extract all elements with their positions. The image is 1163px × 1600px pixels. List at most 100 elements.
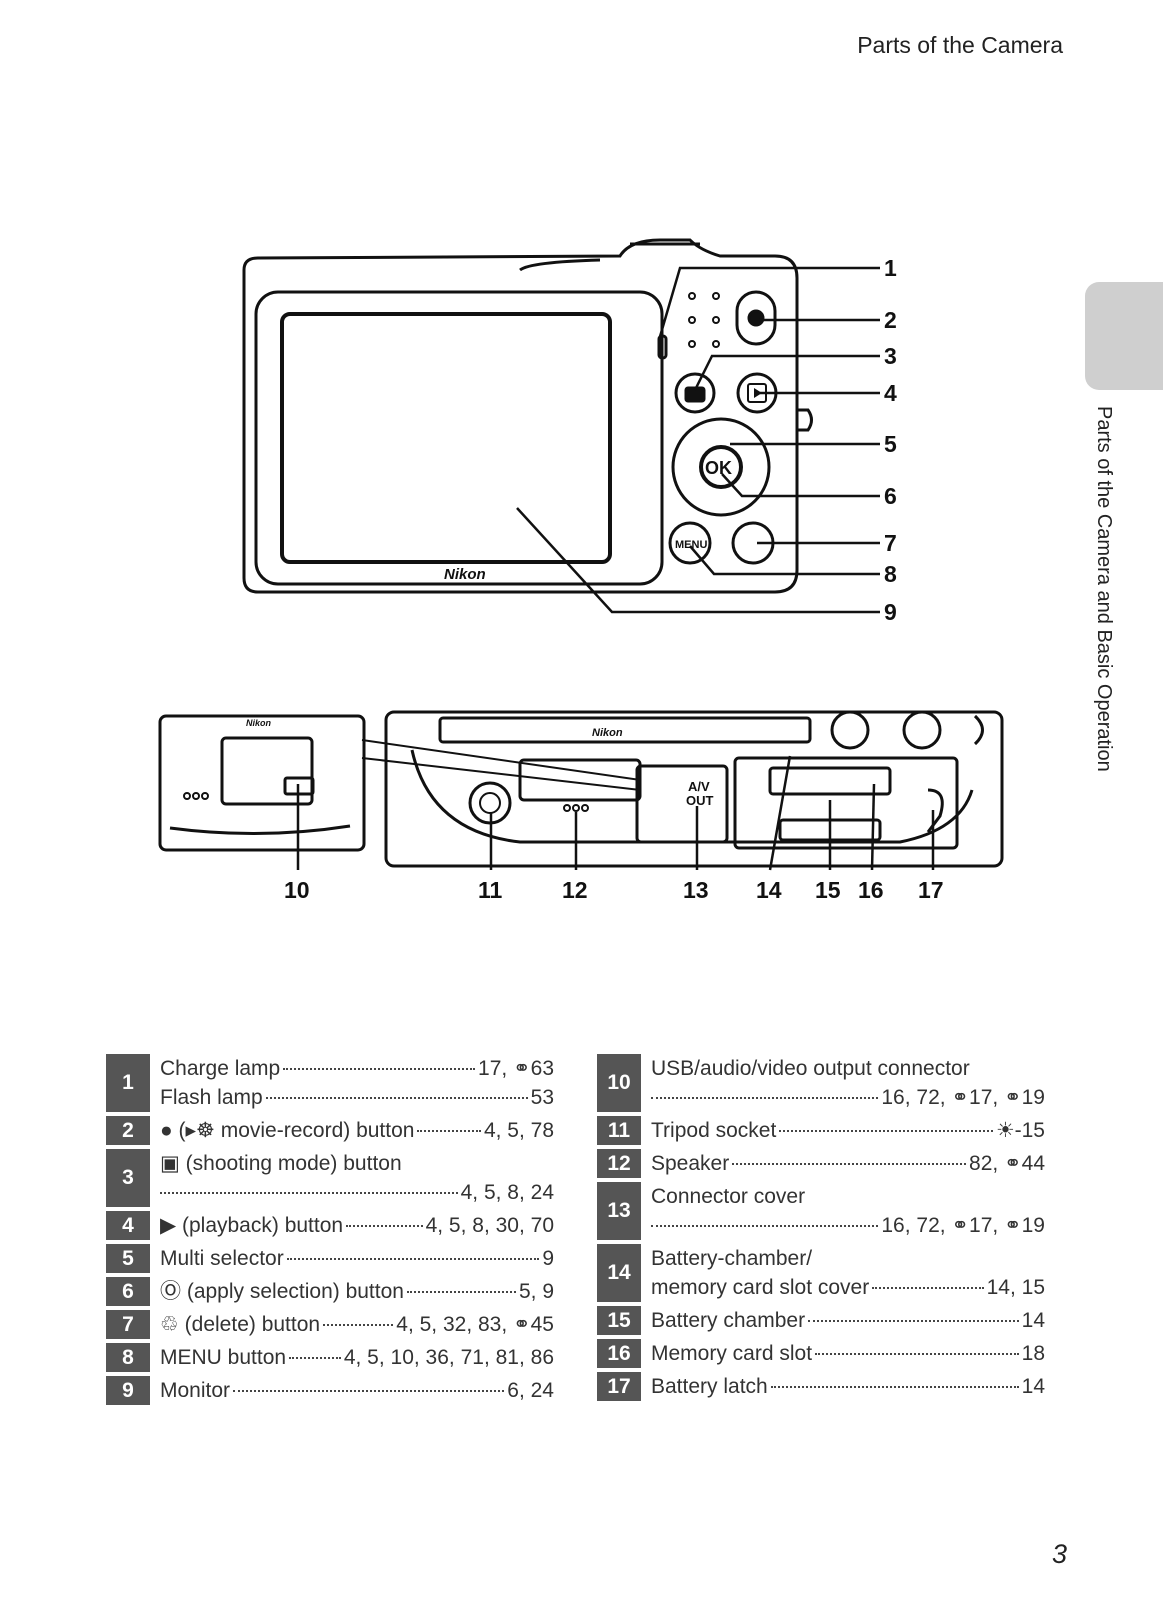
legend-line: Battery latch 14 <box>651 1372 1045 1401</box>
part-label: Speaker <box>651 1152 730 1175</box>
menu-button-label: MENU <box>675 539 707 551</box>
legend-number: 10 <box>597 1054 641 1112</box>
callout-number: 6 <box>884 483 897 509</box>
legend-line: Speaker 82, ⚭44 <box>651 1149 1045 1178</box>
part-label: Monitor <box>160 1379 231 1402</box>
legend-line: ♲ (delete) button 4, 5, 32, 83, ⚭45 <box>160 1310 554 1339</box>
part-label: Battery latch <box>651 1375 768 1398</box>
legend-line: USB/audio/video output connector <box>651 1054 1045 1083</box>
part-label: ♲ (delete) button <box>160 1313 321 1336</box>
part-label: Memory card slot <box>651 1342 813 1365</box>
callout-number: 2 <box>884 307 897 333</box>
part-label: Battery-chamber/ <box>651 1247 813 1270</box>
callout-number: 13 <box>683 877 709 903</box>
page-reference: 4, 5, 10, 36, 71, 81, 86 <box>343 1346 554 1369</box>
callout-number: 15 <box>815 877 841 903</box>
leader-dots <box>283 1068 476 1070</box>
monitor-screen <box>280 312 612 564</box>
camera-diagram: Nikon OK MENU <box>158 238 1004 903</box>
port-label-av: A/V <box>688 779 710 794</box>
page-reference: 14, 15 <box>986 1276 1045 1299</box>
leader-dots <box>417 1130 481 1132</box>
legend-description: Ⓞ (apply selection) button 5, 9 <box>150 1277 554 1306</box>
page-reference: 14 <box>1021 1375 1045 1398</box>
brand-logo-bottom: Nikon <box>592 727 623 739</box>
parts-legend-right: 10 USB/audio/video output connector 16, 72… <box>597 1050 1045 1405</box>
legend-description: Connector cover 16, 72, ⚭17, ⚭19 <box>641 1182 1045 1240</box>
part-label: USB/audio/video output connector <box>651 1057 970 1080</box>
legend-description: Tripod socket☀-15 <box>641 1116 1045 1145</box>
page-reference: 17, ⚭63 <box>478 1057 554 1080</box>
leader-dots <box>160 1192 458 1194</box>
memory-card-slot <box>768 766 892 796</box>
page-reference: ☀-15 <box>995 1119 1045 1142</box>
part-label: ● (▸☸ movie-record) button <box>160 1119 415 1142</box>
legend-line: 16, 72, ⚭17, ⚭19 <box>651 1211 1045 1240</box>
callout-number: 1 <box>884 255 897 281</box>
part-label: Multi selector <box>160 1247 284 1270</box>
page-reference: 4, 5, 8, 24 <box>460 1181 554 1204</box>
leader-dots <box>265 1097 528 1099</box>
part-label: Charge lamp <box>160 1057 281 1080</box>
part-label: MENU button <box>160 1346 287 1369</box>
ok-button <box>699 445 743 489</box>
leader-dots <box>779 1130 993 1132</box>
leader-dots <box>406 1291 516 1293</box>
legend-number: 1 <box>106 1054 150 1112</box>
callout-number: 17 <box>918 877 944 903</box>
leader-dots <box>732 1163 967 1165</box>
legend-row: 7 ♲ (delete) button 4, 5, 32, 83, ⚭45 <box>106 1310 554 1339</box>
page-reference: 4, 5, 32, 83, ⚭45 <box>396 1313 554 1336</box>
legend-number: 2 <box>106 1116 150 1145</box>
ok-button-label: OK <box>705 458 732 478</box>
leader-dots <box>346 1225 423 1227</box>
part-label: Battery chamber <box>651 1309 806 1332</box>
legend-number: 16 <box>597 1339 641 1368</box>
leader-dots <box>289 1357 341 1359</box>
page-reference: 16, 72, ⚭17, ⚭19 <box>881 1214 1045 1237</box>
legend-number: 6 <box>106 1277 150 1306</box>
page-number: 3 <box>1051 1539 1067 1569</box>
legend-line: Ⓞ (apply selection) button 5, 9 <box>160 1277 554 1306</box>
legend-row: 15 Battery chamber 14 <box>597 1306 1045 1335</box>
legend-number: 7 <box>106 1310 150 1339</box>
camera-back-body <box>242 238 799 594</box>
page-reference: 82, ⚭44 <box>969 1152 1045 1175</box>
legend-number: 14 <box>597 1244 641 1302</box>
leader-dots <box>651 1225 879 1227</box>
callout-number: 10 <box>284 877 310 903</box>
page-reference: 53 <box>530 1086 554 1109</box>
page-reference: 14 <box>1021 1309 1045 1332</box>
legend-number: 11 <box>597 1116 641 1145</box>
legend-line: 4, 5, 8, 24 <box>160 1178 554 1207</box>
legend-number: 9 <box>106 1376 150 1405</box>
brand-logo-small: Nikon <box>246 718 272 728</box>
page-reference: 5, 9 <box>518 1280 554 1303</box>
monitor-frame <box>254 290 664 586</box>
callout-number: 3 <box>884 343 897 369</box>
charge-lamp-indicator <box>657 334 668 360</box>
leader-dots <box>815 1353 1019 1355</box>
part-label: Ⓞ (apply selection) button <box>160 1280 404 1303</box>
leader-dots <box>286 1258 540 1260</box>
legend-line: Connector cover <box>651 1182 1045 1211</box>
connector-cover <box>635 764 729 844</box>
legend-number: 15 <box>597 1306 641 1335</box>
